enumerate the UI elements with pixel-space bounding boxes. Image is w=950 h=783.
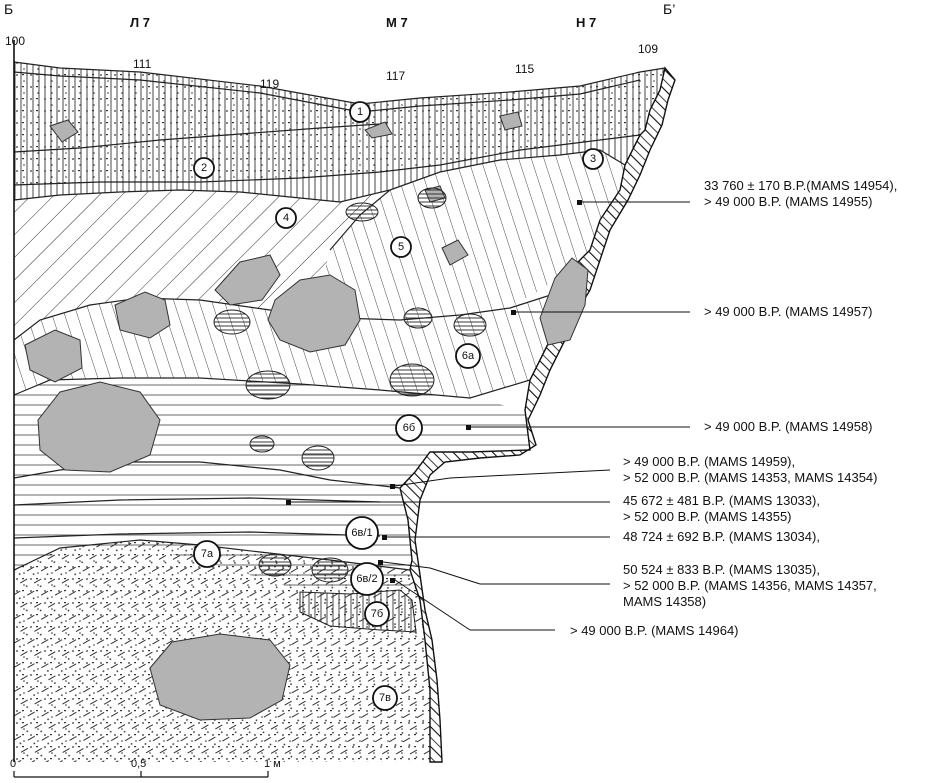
date-line: > 49 000 B.P. (MAMS 14958) — [704, 419, 873, 434]
scale-label-start: 0 — [10, 758, 16, 770]
lens-e — [389, 363, 435, 397]
layer-marker-7a: 7а — [193, 540, 221, 568]
elevation-label: 119 — [260, 77, 279, 91]
date-line: MAMS 14358) — [623, 594, 706, 609]
lens-a — [345, 202, 379, 222]
scale-bar: 0 0,5 1 м — [10, 758, 281, 778]
date-annotation: 33 760 ± 170 B.P.(MAMS 14954), > 49 000 … — [704, 178, 901, 209]
date-line: > 49 000 B.P. (MAMS 14964) — [570, 623, 739, 638]
layer-markers: 1 2 3 4 5 6а 6б 6в/1 6в/2 7а 7б 7в — [193, 101, 604, 711]
rock-right-wall — [539, 257, 589, 346]
date-annotation: > 49 000 B.P. (MAMS 14959), > 52 000 B.P… — [623, 454, 877, 485]
layer-5-fill — [320, 150, 625, 320]
date-annotation: 50 524 ± 833 B.P. (MAMS 13035), > 52 000… — [623, 562, 880, 609]
rock-left-mid — [114, 291, 171, 339]
layer-marker-3: 3 — [582, 148, 604, 170]
date-annotations: 33 760 ± 170 B.P.(MAMS 14954), > 49 000 … — [570, 178, 901, 638]
lens-b — [417, 187, 447, 209]
layer-marker-6b: 6б — [395, 414, 423, 442]
rock-7v-large — [149, 633, 291, 721]
layer-4-fill — [14, 190, 390, 340]
lens-h — [301, 445, 335, 471]
sample-marker — [466, 425, 471, 430]
date-line: > 52 000 B.P. (MAMS 14356, MAMS 14357, — [623, 578, 877, 593]
elevation-label: 115 — [515, 62, 534, 76]
sample-marker — [382, 535, 387, 540]
corner-label-left: Б — [4, 1, 13, 17]
layer-marker-6v1: 6в/1 — [345, 516, 379, 550]
layer-6v-fill — [14, 462, 412, 592]
lenses — [213, 187, 487, 583]
layer-number: 6в/1 — [351, 527, 372, 539]
rock-upper-right — [499, 111, 523, 131]
layer-number: 7б — [371, 608, 383, 620]
sample-marker — [577, 200, 582, 205]
date-line: 50 524 ± 833 B.P. (MAMS 13035), — [623, 562, 820, 577]
lens-c — [213, 309, 251, 335]
date-line: 33 760 ± 170 B.P.(MAMS 14954), — [704, 178, 897, 193]
layer-number: 6б — [403, 422, 415, 434]
layer-number: 6а — [462, 350, 475, 362]
lens-g — [453, 313, 487, 337]
date-annotation: > 49 000 B.P. (MAMS 14964) — [570, 623, 739, 638]
rock-6b-large — [37, 381, 161, 473]
lens-k — [311, 557, 349, 583]
sample-leaders — [286, 200, 690, 631]
date-line: > 52 000 B.P. (MAMS 14355) — [623, 509, 792, 524]
layer-number: 1 — [357, 106, 363, 118]
date-line: > 52 000 B.P. (MAMS 14353, MAMS 14354) — [623, 470, 877, 485]
sample-marker — [511, 310, 516, 315]
lens-i — [249, 435, 275, 453]
date-annotation: > 49 000 B.P. (MAMS 14958) — [704, 419, 873, 434]
column-label: М 7 — [386, 15, 408, 30]
sample-marker — [286, 500, 291, 505]
scale-label-end: 1 м — [264, 758, 281, 770]
sample-marker — [378, 560, 383, 565]
elevation-label: 117 — [386, 69, 405, 83]
layer-number: 2 — [201, 162, 207, 174]
column-label: Н 7 — [576, 15, 596, 30]
date-annotation: > 49 000 B.P. (MAMS 14957) — [704, 304, 873, 319]
layer-marker-6a: 6а — [455, 343, 481, 369]
layer-number: 7а — [201, 548, 214, 560]
scale-label-mid: 0,5 — [131, 758, 146, 770]
lens-f — [403, 307, 433, 329]
layer-marker-5: 5 — [390, 236, 412, 258]
sample-marker — [390, 578, 395, 583]
date-line: 45 672 ± 481 B.P. (MAMS 13033), — [623, 493, 820, 508]
column-label: Л 7 — [130, 15, 150, 30]
lens-d — [245, 370, 291, 400]
elevation-label: 111 — [133, 57, 152, 71]
date-line: > 49 000 B.P. (MAMS 14959), — [623, 454, 795, 469]
date-line: 48 724 ± 692 B.P. (MAMS 13034), — [623, 529, 820, 544]
layer-marker-4: 4 — [275, 207, 297, 229]
lens-j — [258, 553, 292, 577]
layer-marker-6v2: 6в/2 — [350, 562, 384, 596]
elevation-label: 100 — [5, 34, 25, 48]
layer-number: 7в — [379, 692, 391, 704]
layer-marker-1: 1 — [349, 101, 371, 123]
rock-left-upper — [214, 254, 281, 306]
rock-upper-left — [49, 119, 79, 143]
layer-marker-7v: 7в — [372, 685, 398, 711]
corner-label-right: Б’ — [663, 1, 675, 17]
rock-5-small — [441, 239, 469, 266]
layer-number: 5 — [398, 241, 404, 253]
layer-number: 6в/2 — [356, 573, 377, 585]
layer-marker-7b: 7б — [364, 601, 390, 627]
date-line: > 49 000 B.P. (MAMS 14957) — [704, 304, 873, 319]
rock-left-small — [24, 329, 83, 383]
sample-marker — [390, 484, 395, 489]
date-annotation: 45 672 ± 481 B.P. (MAMS 13033), > 52 000… — [623, 493, 824, 524]
date-annotation: 48 724 ± 692 B.P. (MAMS 13034), — [623, 529, 820, 544]
layer-3-fill — [14, 135, 640, 202]
date-line: > 49 000 B.P. (MAMS 14955) — [704, 194, 873, 209]
layer-marker-2: 2 — [193, 157, 215, 179]
rock-large-center — [267, 274, 361, 353]
rock-upper-mid — [364, 121, 393, 139]
elevation-label: 109 — [638, 42, 658, 56]
layer-number: 3 — [590, 153, 596, 165]
layer-number: 4 — [283, 212, 289, 224]
